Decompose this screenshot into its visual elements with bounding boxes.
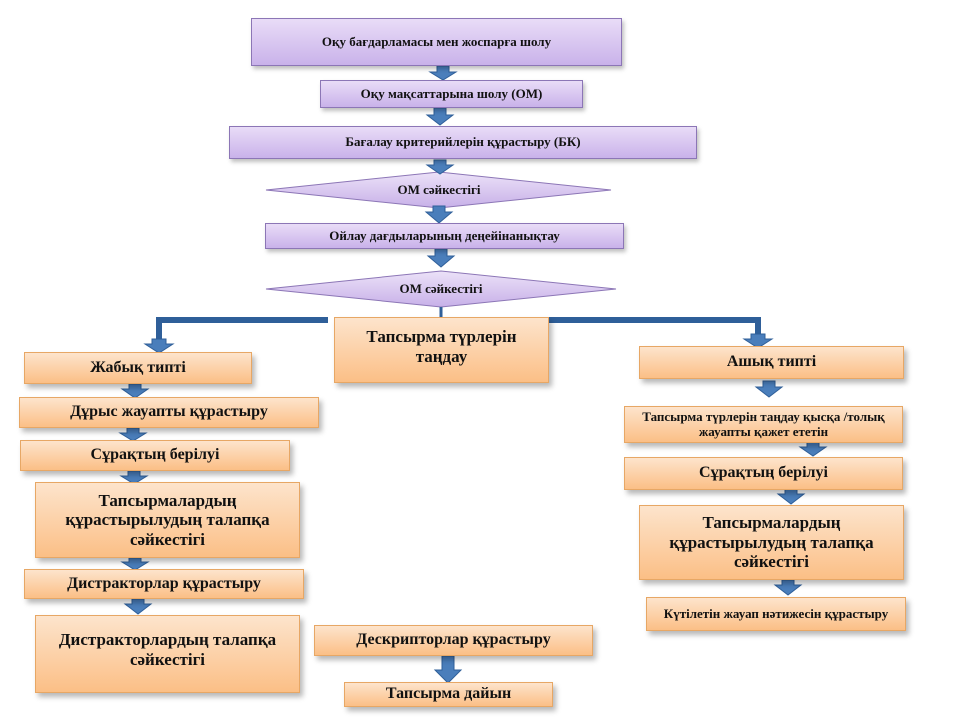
task-types-box: Тапсырма түрлерін таңдау bbox=[334, 317, 549, 383]
correct-answer-box: Дұрыс жауапты құрастыру bbox=[19, 397, 319, 428]
arrow-down-icon bbox=[120, 557, 150, 571]
arrow-down-icon bbox=[742, 333, 774, 349]
arrow-down-icon bbox=[123, 598, 153, 615]
closed-type-box: Жабық типті bbox=[24, 352, 252, 384]
om-match-label-1: ОМ сәйкестігі bbox=[397, 182, 481, 197]
arrow-down-icon bbox=[433, 655, 463, 684]
open-task-compliance-box: Тапсырмалардың құрастырылудың талапқа сә… bbox=[639, 505, 904, 580]
arrow-down-icon bbox=[428, 65, 458, 81]
task-ready-box: Тапсырма дайын bbox=[344, 682, 553, 707]
arrow-down-icon bbox=[118, 427, 148, 442]
objectives-box: Оқу мақсаттарына шолу (ОМ) bbox=[320, 80, 583, 108]
om-match-label-2: ОМ сәйкестігі bbox=[399, 281, 483, 296]
criteria-box: Бағалау критерийлерін құрастыру (БК) bbox=[229, 126, 697, 159]
arrow-down-icon bbox=[424, 205, 454, 224]
expected-result-box: Күтілетін жауап нәтижесін құрастыру bbox=[646, 597, 906, 631]
arrow-down-icon bbox=[425, 107, 455, 126]
distractors-box: Дистракторлар құрастыру bbox=[24, 569, 304, 599]
arrow-down-icon bbox=[773, 579, 803, 596]
overview-box: Оқу бағдарламасы мен жоспарға шолу bbox=[251, 18, 622, 66]
open-task-select-box: Тапсырма түрлерін таңдау қысқа /толық жа… bbox=[624, 406, 903, 443]
connector-right-branch bbox=[548, 317, 761, 336]
descriptors-box: Дескрипторлар құрастыру bbox=[314, 625, 593, 656]
flow-arrows bbox=[118, 65, 828, 684]
connector-left-branch bbox=[156, 317, 328, 340]
thinking-skills-box: Ойлау дағдыларының деңейінанықтау bbox=[265, 223, 624, 249]
arrow-down-icon bbox=[798, 441, 828, 457]
om-match-diamond-1 bbox=[265, 171, 612, 209]
arrow-down-icon bbox=[143, 338, 175, 354]
open-question-box: Сұрақтың берілуі bbox=[624, 457, 903, 490]
open-type-box: Ашық типті bbox=[639, 346, 904, 379]
closed-task-compliance-box: Тапсырмалардың құрастырылудың талапқа сә… bbox=[35, 482, 300, 558]
arrow-down-icon bbox=[119, 470, 149, 485]
distractor-compliance-box: Дистракторлардың талапқа сәйкестігі bbox=[35, 615, 300, 693]
arrow-down-icon bbox=[776, 488, 806, 505]
arrow-down-icon bbox=[425, 159, 455, 175]
arrow-down-icon bbox=[426, 248, 456, 268]
arrow-down-icon bbox=[120, 383, 150, 399]
om-match-diamond-2 bbox=[265, 270, 617, 308]
arrow-down-icon bbox=[754, 380, 784, 398]
closed-question-box: Сұрақтың берілуі bbox=[20, 440, 290, 471]
